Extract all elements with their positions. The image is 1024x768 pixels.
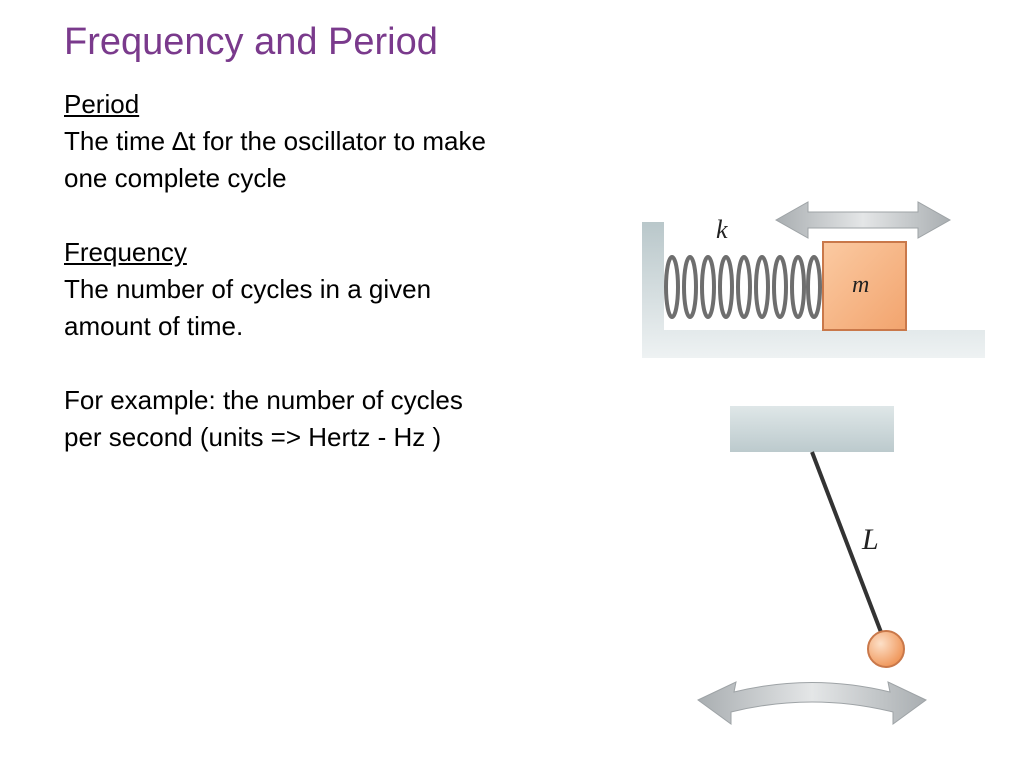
period-line-1: The time ∆t for the oscillator to make: [64, 126, 486, 156]
pendulum-bob: [867, 630, 905, 668]
example-line-2: per second (units => Hertz - Hz ): [64, 422, 442, 452]
frequency-line-2: amount of time.: [64, 311, 244, 341]
mass-label: m: [852, 272, 869, 298]
curved-double-arrow-icon: [697, 681, 927, 725]
frequency-line-1: The number of cycles in a given: [64, 274, 432, 304]
example-line-1: For example: the number of cycles: [64, 385, 463, 415]
slide-title: Frequency and Period: [64, 21, 438, 63]
pendulum-ceiling: [730, 406, 894, 452]
period-heading: Period: [64, 89, 140, 119]
pendulum-system: L: [697, 406, 927, 725]
spring: [664, 255, 822, 319]
length-label: L: [861, 523, 879, 556]
wall-and-floor: [642, 222, 985, 358]
frequency-heading: Frequency: [64, 237, 187, 267]
double-arrow-icon: [774, 201, 952, 239]
pendulum-string: [810, 451, 886, 641]
spring-constant-label: k: [716, 215, 728, 244]
slide-body: Period The time ∆t for the oscillator to…: [64, 86, 604, 456]
spring-mass-system: k m: [642, 201, 985, 358]
mass-block: [822, 241, 907, 331]
period-line-2: one complete cycle: [64, 163, 287, 193]
